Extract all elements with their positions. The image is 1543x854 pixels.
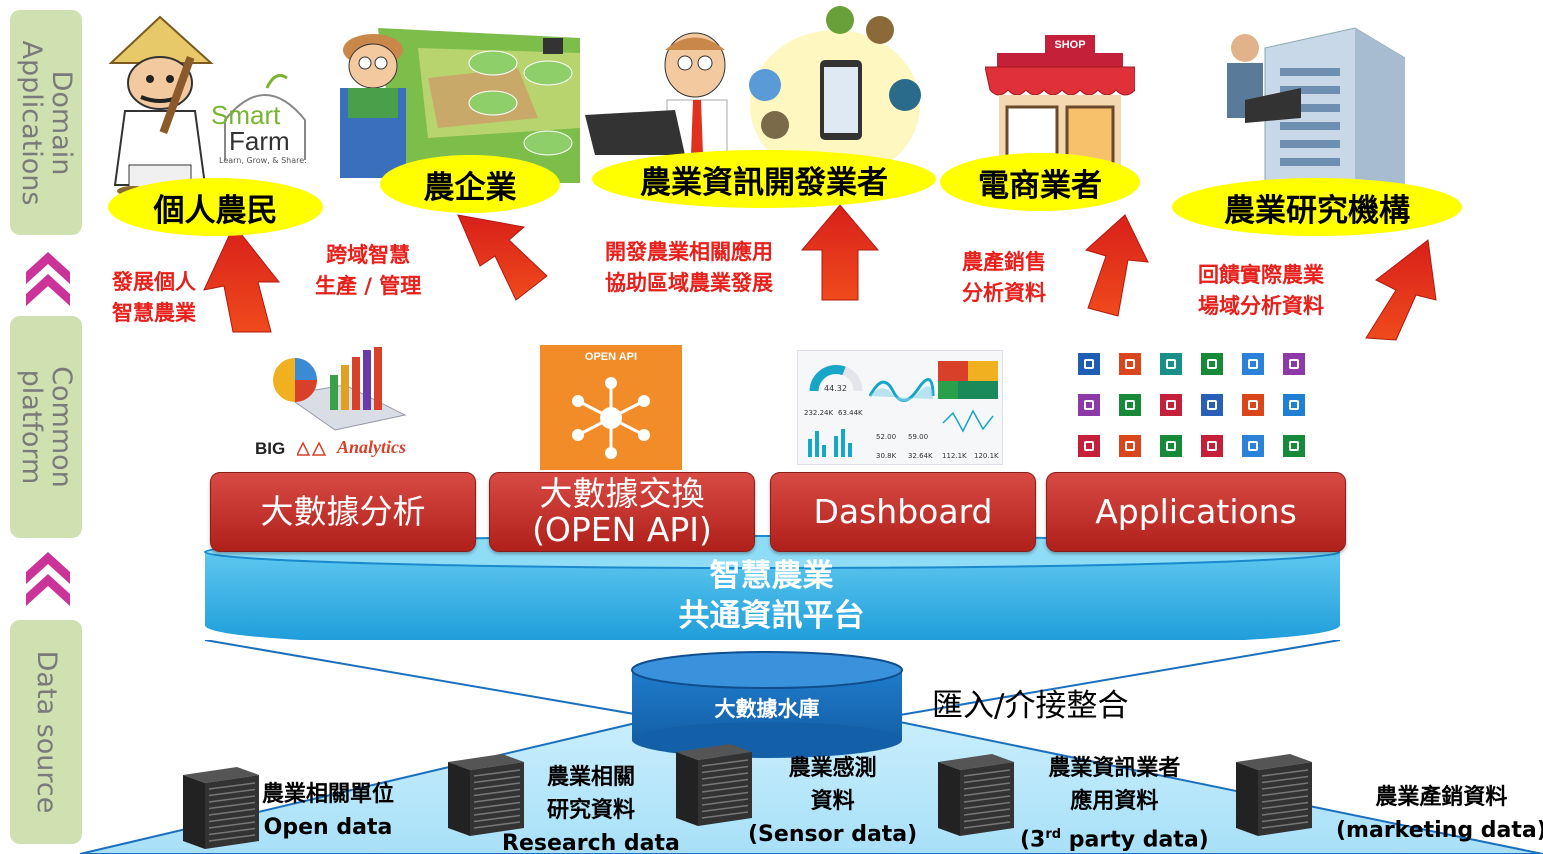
platform-tab-applications[interactable]: Applications — [1046, 472, 1346, 552]
research-building-illustration — [1227, 27, 1405, 188]
smart-farm-logo: Smart Farm Learn, Grow, & Share. — [205, 60, 320, 170]
app-tile-icon — [1242, 394, 1264, 416]
layer-label: Common platform — [16, 366, 77, 488]
app-tile-icon — [1201, 353, 1223, 375]
app-tile-icon — [1283, 394, 1305, 416]
domain-desc: 農產銷售 分析資料 — [962, 250, 1046, 305]
developer-illustration — [585, 6, 921, 180]
app-tile-icon — [1078, 394, 1100, 416]
app-tile-icon — [1242, 353, 1264, 375]
arrow-up-icon — [203, 204, 1437, 341]
app-tile-icon — [1160, 353, 1182, 375]
import-integration-label: 匯入/介接整合 — [932, 688, 1129, 724]
platform-title: 智慧農業 共通資訊平台 — [678, 558, 865, 634]
app-tile-icon — [1160, 435, 1182, 457]
domain-desc: 發展個人 智慧農業 — [112, 270, 196, 325]
application-tiles-grid — [1078, 353, 1314, 465]
domain-title-ecommerce: 電商業者 — [940, 153, 1140, 211]
app-tile-icon — [1242, 435, 1264, 457]
big-data-analytics-graphic: BIG Analytics — [255, 345, 440, 460]
domain-desc: 開發農業相關應用 協助區域農業發展 — [605, 240, 773, 295]
server-rack-icon — [448, 754, 524, 836]
app-tile-icon — [1078, 435, 1100, 457]
domain-desc: 回饋實際農業 場域分析資料 — [1198, 263, 1324, 318]
dashboard-thumbnail: 44.32 232.24K 63.44K 52.00 59.00 30.8K 3… — [797, 350, 1003, 465]
agribusiness-farm-illustration — [340, 28, 580, 183]
arrows-layer — [203, 204, 1437, 341]
chevron-up-icon — [26, 252, 70, 306]
domain-title-agribusiness: 農企業 — [380, 155, 560, 213]
data-source-sensor-data: 農業感測 資料 (Sensor data) — [748, 756, 918, 847]
server-rack-icon — [676, 744, 752, 826]
domain-desc: 跨域智慧 生產 / 管理 — [315, 243, 422, 298]
server-rack-icon — [183, 767, 259, 849]
app-tile-icon — [1201, 435, 1223, 457]
platform-tab-dashboard[interactable]: Dashboard — [770, 472, 1036, 552]
platform-tab-open-api[interactable]: 大數據交換 (OPEN API) — [489, 472, 755, 552]
data-source-marketing-data: 農業產銷資料 (marketing data) — [1336, 785, 1543, 843]
server-rack-icon — [1236, 754, 1312, 836]
app-tile-icon — [1119, 435, 1141, 457]
domain-title-research-institute: 農業研究機構 — [1172, 178, 1462, 236]
network-hub-icon — [572, 377, 650, 459]
chevron-up-icon — [26, 552, 70, 606]
server-rack-icon — [938, 754, 1014, 836]
data-source-third-party-data: 農業資訊業者 應用資料 (3rd party data) — [1020, 756, 1209, 853]
layer-common-platform: Common platform — [10, 316, 82, 538]
app-tile-icon — [1078, 353, 1100, 375]
data-lake-label: 大數據水庫 — [714, 697, 820, 721]
app-tile-icon — [1201, 394, 1223, 416]
platform-tab-big-data-analysis[interactable]: 大數據分析 — [210, 472, 476, 552]
data-source-research-data: 農業相關 研究資料 Research data — [502, 765, 680, 854]
app-tile-icon — [1160, 394, 1182, 416]
data-lake-and-foundation — [79, 640, 1543, 854]
app-tile-icon — [1283, 353, 1305, 375]
domain-title-individual-farmer: 個人農民 — [108, 178, 323, 236]
domain-title-agri-developer: 農業資訊開發業者 — [592, 150, 936, 208]
data-source-open-data: 農業相關單位 Open data — [262, 782, 395, 840]
app-tile-icon — [1119, 394, 1141, 416]
svg-text:SHOP: SHOP — [1054, 39, 1085, 51]
layer-data-source: Data source — [10, 620, 82, 844]
app-tile-icon — [1283, 435, 1305, 457]
layer-domain-applications: Domain Applications — [10, 10, 82, 235]
app-tile-icon — [1119, 353, 1141, 375]
open-api-tile: OPEN API — [540, 345, 682, 470]
